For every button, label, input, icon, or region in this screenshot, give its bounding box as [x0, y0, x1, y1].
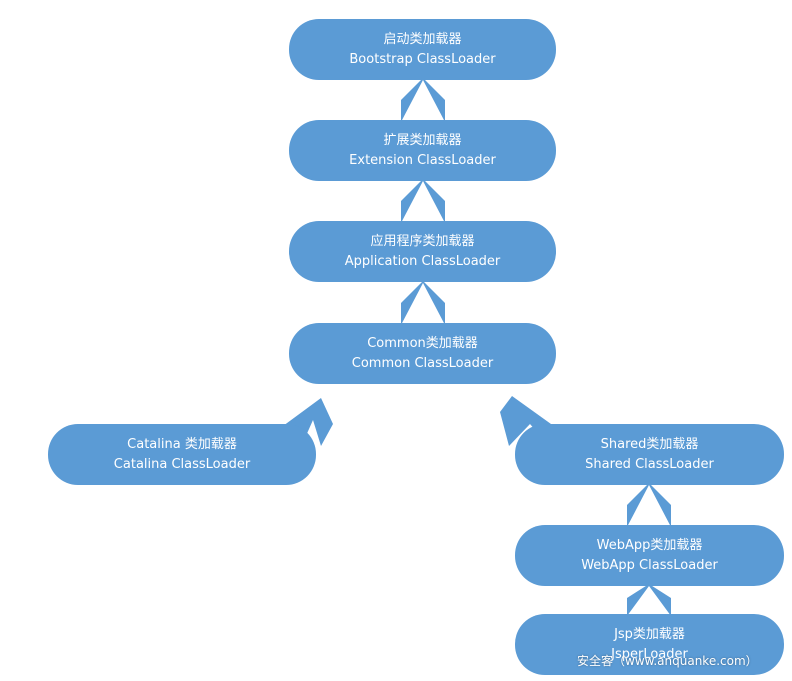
arrow-catalina-to-common: [283, 398, 333, 446]
node-title: 应用程序类加载器: [370, 233, 475, 249]
node-subtitle: Catalina ClassLoader: [113, 456, 251, 472]
node-title: WebApp类加载器: [596, 537, 703, 553]
application-classloader-node: 应用程序类加载器 Application ClassLoader: [289, 221, 556, 282]
node-title: 启动类加载器: [383, 31, 462, 47]
bootstrap-classloader-node: 启动类加载器 Bootstrap ClassLoader: [289, 19, 556, 80]
node-subtitle: WebApp ClassLoader: [581, 557, 718, 573]
common-classloader-node: Common类加载器 Common ClassLoader: [289, 323, 556, 384]
arrow-application-to-extension: [401, 179, 445, 223]
node-title: Shared类加载器: [600, 436, 699, 452]
node-subtitle: JsperLoader: [611, 646, 688, 662]
catalina-classloader-node: Catalina 类加载器 Catalina ClassLoader: [48, 424, 316, 485]
node-title: Common类加载器: [367, 335, 478, 351]
node-subtitle: Common ClassLoader: [351, 355, 494, 371]
jsp-classloader-node: Jsp类加载器 JsperLoader: [515, 614, 784, 675]
shared-classloader-node: Shared类加载器 Shared ClassLoader: [515, 424, 784, 485]
node-title: 扩展类加载器: [383, 132, 462, 148]
arrow-extension-to-bootstrap: [401, 78, 445, 122]
watermark-text: 安全客（www.anquanke.com）: [577, 654, 758, 668]
node-subtitle: Application ClassLoader: [344, 253, 501, 269]
node-subtitle: Shared ClassLoader: [585, 456, 714, 472]
extension-classloader-node: 扩展类加载器 Extension ClassLoader: [289, 120, 556, 181]
node-title: Catalina 类加载器: [127, 436, 237, 452]
arrow-common-to-application: [401, 281, 445, 325]
arrow-webapp-to-shared: [627, 483, 671, 527]
node-subtitle: Bootstrap ClassLoader: [349, 51, 496, 67]
node-subtitle: Extension ClassLoader: [349, 152, 496, 168]
node-title: Jsp类加载器: [614, 626, 685, 642]
webapp-classloader-node: WebApp类加载器 WebApp ClassLoader: [515, 525, 784, 586]
arrow-jsp-to-webapp: [627, 584, 671, 616]
